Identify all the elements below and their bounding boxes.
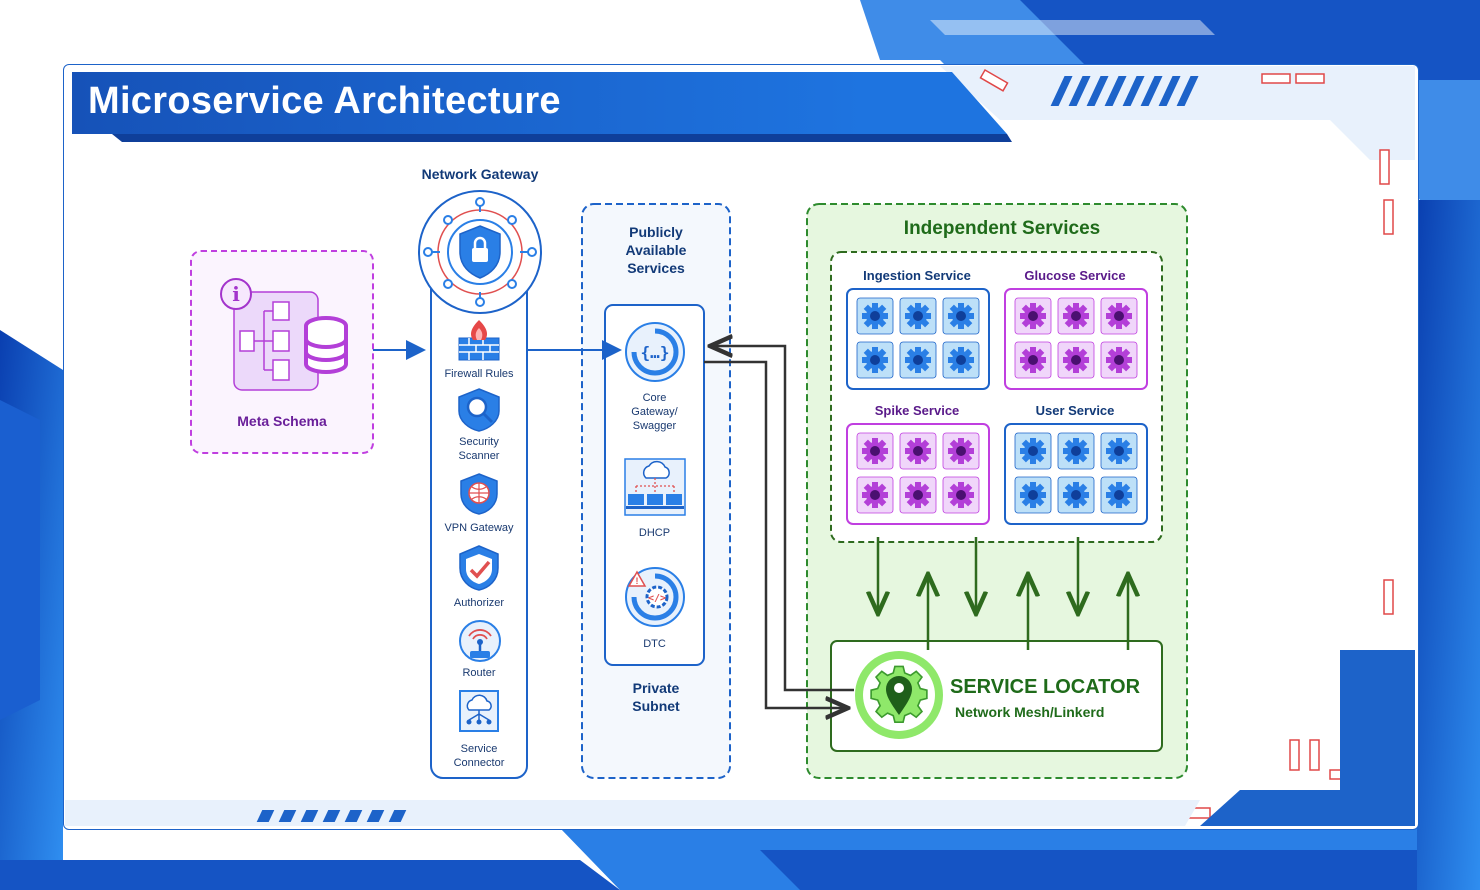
network-gateway-icon [418,190,542,314]
page-title: Microservice Architecture [88,80,561,122]
arrow-locator-to-core [710,346,854,692]
svg-text:!: ! [636,576,639,586]
dtc-label: DTC [643,638,666,650]
authorizer-icon[interactable] [458,544,500,592]
title-banner [72,72,1012,142]
service-card-blue[interactable] [846,288,990,390]
meta-schema-icon: i [220,278,348,391]
gateway-title: Network Gateway [421,166,539,182]
vpn-gateway-icon[interactable] [459,472,499,516]
service-title: Spike Service [874,403,960,418]
router-icon[interactable] [459,620,501,664]
core-gateway-label: Core Gateway/ Swagger [631,392,678,432]
service-locator-title: SERVICE LOCATOR [950,676,1141,698]
vpn-gateway-label: VPN Gateway [444,522,514,534]
independent-services-title: Independent Services [903,218,1101,239]
service-card-blue[interactable] [1004,423,1148,525]
dhcp-label: DHCP [638,527,671,539]
firewall-icon[interactable] [457,318,501,362]
api-gateway-icon[interactable]: {…} [624,321,686,383]
authorizer-label: Authorizer [453,597,505,609]
service-connector-icon[interactable] [459,690,499,734]
service-locator-subtitle: Network Mesh/Linkerd [955,704,1105,720]
service-title: Ingestion Service [863,268,971,283]
security-scanner-label: Security Scanner [458,436,500,462]
service-locator-icon [855,651,943,739]
router-label: Router [462,667,496,679]
dtc-icon[interactable]: </> ! [624,566,686,628]
meta-schema-label: Meta Schema [237,413,327,429]
dhcp-icon[interactable] [624,458,686,516]
firewall-label: Firewall Rules [444,368,514,380]
svg-text:i: i [232,282,240,306]
private-subnet-label: Private Subnet [632,680,680,714]
arrow-core-to-locator [704,360,848,708]
svg-text:{…}: {…} [641,343,670,362]
service-card-purple[interactable] [1004,288,1148,390]
security-scanner-icon[interactable] [457,387,501,432]
service-title: User Service [1035,403,1115,418]
svg-text:</>: </> [648,593,666,604]
service-card-purple[interactable] [846,423,990,525]
public-services-label: Publicly Available Services [625,224,687,276]
service-title: Glucose Service [1024,268,1126,283]
service-connector-label: Service Connector [453,743,505,769]
